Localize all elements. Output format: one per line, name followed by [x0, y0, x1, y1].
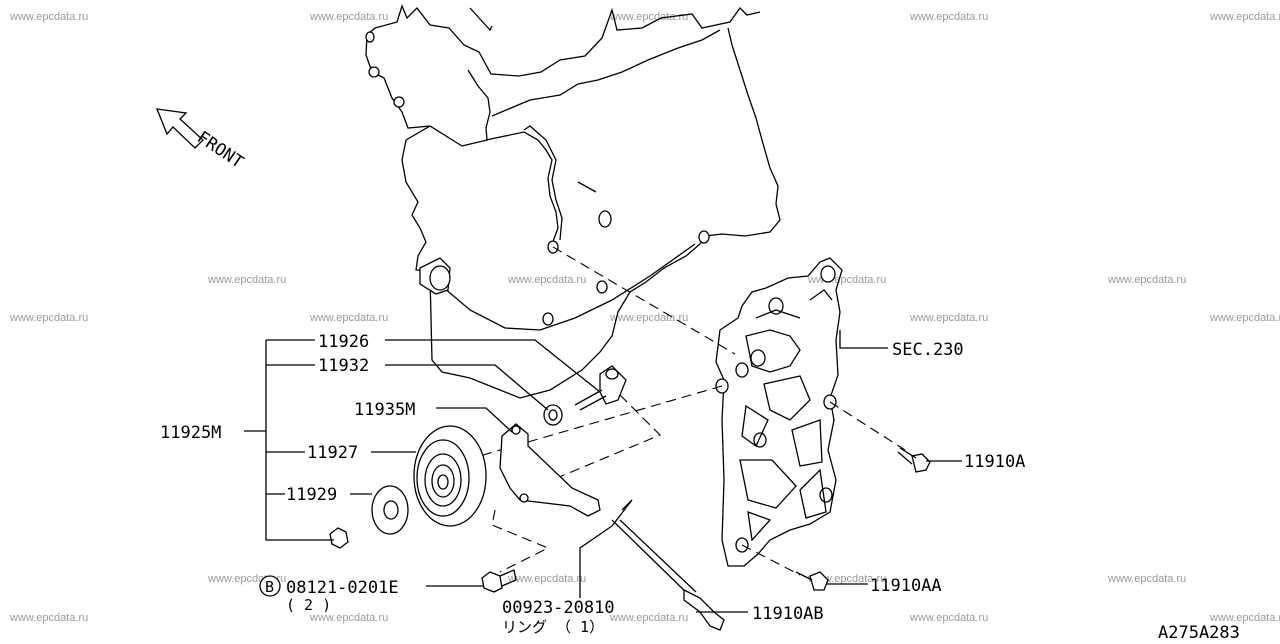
- bolt-b-circle-icon: [259, 575, 281, 597]
- watermark: www.epcdata.ru: [1209, 312, 1280, 324]
- front-label: FRONT: [193, 128, 247, 173]
- part-labels: 11926 11932 11935M 11925M 11927 11929 B …: [160, 332, 1240, 643]
- watermark: www.epcdata.ru: [309, 612, 388, 624]
- watermark: www.epcdata.ru: [909, 612, 988, 624]
- label-bolt-qty: ( 2 ): [286, 596, 331, 614]
- watermark: www.epcdata.ru: [909, 312, 988, 324]
- label-11932: 11932: [318, 356, 369, 376]
- watermark: www.epcdata.ru: [609, 11, 688, 23]
- label-sec230: SEC.230: [892, 340, 964, 360]
- watermark: www.epcdata.ru: [9, 11, 88, 23]
- label-00923-20810: 00923-20810: [502, 598, 615, 618]
- diagram-code: A275A283: [1158, 623, 1240, 640]
- label-11929: 11929: [286, 485, 337, 505]
- engine-block: [365, 4, 781, 399]
- label-11925m: 11925M: [160, 423, 221, 443]
- watermark: www.epcdata.ru: [1209, 612, 1280, 624]
- watermarks: www.epcdata.ru www.epcdata.ru www.epcdat…: [9, 11, 1280, 624]
- label-bolt-circle: B: [265, 578, 274, 596]
- watermark: www.epcdata.ru: [1107, 573, 1186, 585]
- watermark: www.epcdata.ru: [207, 274, 286, 286]
- watermark: www.epcdata.ru: [309, 11, 388, 23]
- label-08121-0201e: 08121-0201E: [286, 578, 399, 598]
- label-11926: 11926: [318, 332, 369, 352]
- label-11935m: 11935M: [354, 400, 415, 420]
- watermark: www.epcdata.ru: [609, 612, 688, 624]
- label-11910aa: 11910AA: [870, 576, 942, 596]
- front-arrow-icon: [155, 108, 204, 149]
- watermark: www.epcdata.ru: [309, 312, 388, 324]
- leader-lines: [244, 330, 962, 613]
- assembly-lines: [482, 246, 906, 576]
- watermark: www.epcdata.ru: [1209, 11, 1280, 23]
- label-11910ab: 11910AB: [752, 604, 824, 624]
- watermark: www.epcdata.ru: [609, 312, 688, 324]
- watermark: www.epcdata.ru: [807, 274, 886, 286]
- label-11910a: 11910A: [964, 452, 1025, 472]
- label-11927: 11927: [307, 443, 358, 463]
- watermark: www.epcdata.ru: [9, 312, 88, 324]
- watermark: www.epcdata.ru: [909, 11, 988, 23]
- watermark: www.epcdata.ru: [507, 274, 586, 286]
- bracket-sec230: [715, 257, 843, 567]
- watermark: www.epcdata.ru: [1107, 274, 1186, 286]
- watermark: www.epcdata.ru: [9, 612, 88, 624]
- watermark: www.epcdata.ru: [507, 573, 586, 585]
- label-ring-name: リング （ 1）: [502, 618, 604, 636]
- pulley-assembly: [329, 365, 931, 631]
